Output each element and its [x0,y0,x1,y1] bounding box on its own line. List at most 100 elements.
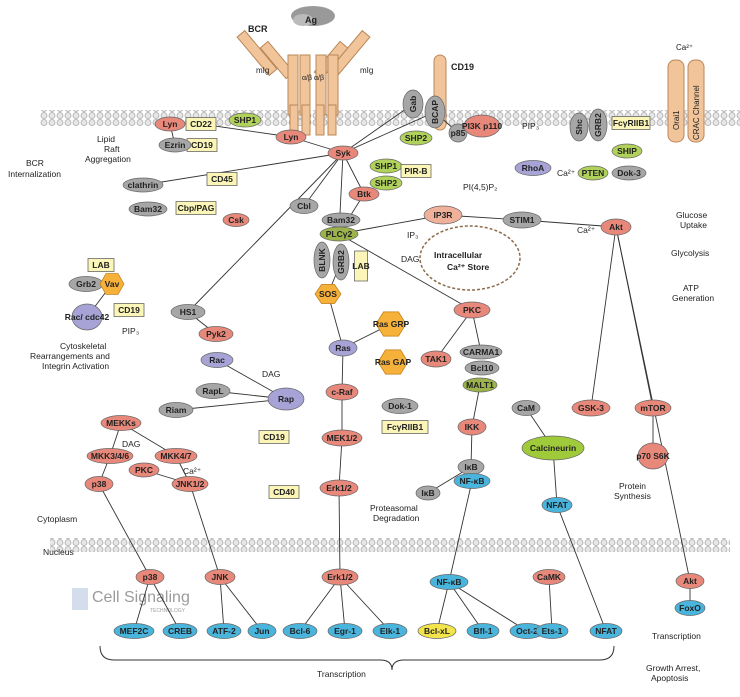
node-label-cbl: Cbl [297,201,311,211]
node-gsk3: GSK-3 [571,399,611,417]
cell-signaling-logo: Cell Signaling TECHNOLOGY [72,588,190,614]
node-ets1: Ets-1 [535,623,569,639]
node-dok3: Dok-3 [611,165,647,181]
node-p70: p70 S6K [636,442,671,470]
edge-syk-bcap [342,111,436,154]
node-label-camk: CaMK [537,572,562,582]
node-label-cd19b: CD19 [118,305,140,315]
svg-text:TECHNOLOGY: TECHNOLOGY [150,608,186,614]
node-fcr2: FcγRIIB1 [381,420,429,434]
node-label-dok1: Dok-1 [388,401,412,411]
edge-nfkb2-oct2 [448,581,528,632]
node-craf: c-Raf [325,383,359,401]
labels: LipidRaftAggregationBCRInternalizationPI… [8,121,714,683]
transcription-brace [99,645,615,671]
node-akt2: Akt [675,573,705,589]
node-label-ikb1: IκB [464,462,477,472]
node-label-mkk47: MKK4/7 [160,451,191,461]
label-bcrint1: BCR [26,158,44,168]
node-label-grb2a: GRB2 [593,113,603,137]
node-label-jun: Jun [254,626,269,636]
label-nucleus: Nucleus [43,547,74,557]
label-prot1: Proteasomal [370,503,418,513]
label-ca1: Ca²⁺ [557,168,576,178]
node-bclxl: Bcl-xL [417,623,457,639]
nuclear-membrane [50,538,730,552]
label-pip3b: PIP₃ [122,326,139,336]
node-label-p38b: p38 [143,572,158,582]
label-growth2: Apoptosis [651,673,688,683]
edge-erk12a-erk12b [336,487,344,578]
node-label-nfat1: NFAT [546,500,568,510]
node-creb: CREB [162,623,198,639]
edge-erk12b-bcl6 [299,576,341,632]
node-nfat1: NFAT [541,497,573,513]
edge-nfkb2-bclxl [435,581,450,632]
node-label-mef2c: MEF2C [120,626,149,636]
node-bam32a: Bam32 [128,201,168,217]
label-glc2: Uptake [680,220,707,230]
node-label-lab2: LAB [92,260,109,270]
edge-syk-cbl [303,152,344,207]
label-pip3a: PIP₃ [522,121,539,131]
edge-p38a-p38b [98,483,151,578]
edge-syk-hs1 [187,152,344,313]
node-sos: SOS [314,284,342,304]
node-ship: SHIP [611,143,643,159]
node-lab1: LAB [352,250,370,282]
node-hs1: HS1 [170,304,206,320]
node-label-shp2a: SHP2 [405,133,427,143]
label-prot2: Degradation [373,513,420,523]
node-label-rac: Rac [209,355,225,365]
label-ca2: Ca²⁺ [577,225,596,235]
node-label-cam1: CaM [517,403,535,413]
node-label-p38a: p38 [92,479,107,489]
node-calcineurin: Calcineurin [521,435,585,461]
node-pi3k: PI3K p110 [462,114,502,138]
label-pip2: PI(4,5)P₂ [463,182,497,192]
node-mef2c: MEF2C [113,623,155,639]
node-mkk346: MKK3/4/6 [86,448,134,464]
node-camk: CaMK [532,569,566,585]
node-label-ras: Ras [335,343,351,353]
node-label-cbp: Cbp/PAG [178,203,215,213]
node-egr1: Egr-1 [327,623,363,639]
node-erk12a: Erk1/2 [319,479,359,497]
node-label-tak1: TAK1 [425,354,447,364]
crac-label: CRAC Channel [692,85,701,140]
label-glycolysis: Glycolysis [671,248,709,258]
label-dag1: DAG [401,254,419,264]
node-cam1: CaM [511,400,541,416]
edge-p38b-creb [149,576,181,632]
node-label-mtor: mTOR [640,403,665,413]
node-label-pkc2: PKC [135,465,153,475]
node-label-rhoa: RhoA [522,163,545,173]
node-label-craf: c-Raf [331,387,352,397]
node-label-fcr1: FcγRIIB1 [613,118,650,128]
edge-p38b-mef2c [132,576,151,632]
label-bcrint2: Internalization [8,169,61,179]
node-label-blnk: BLNK [317,247,327,271]
node-label-malt1: MALT1 [466,380,494,390]
node-cd40: CD40 [268,485,300,499]
node-ip3r: IP3R [423,205,463,225]
node-label-gab: Gab [408,96,418,113]
node-shp2b: SHP2 [369,175,403,191]
node-cd22: CD22 [185,117,217,131]
node-label-syk: Syk [335,148,350,158]
node-label-nfkb2: NF-κB [436,577,461,587]
label-glc1: Glucose [676,210,707,220]
node-label-bfl1: Bfl-1 [474,626,493,636]
edge-plcg2-pkc1 [338,233,473,311]
node-label-pi3k: PI3K p110 [462,121,502,131]
edge-jnk12-jnk [189,483,222,578]
node-label-calcineurin: Calcineurin [530,443,576,453]
node-label-shp1b: SHP1 [375,161,397,171]
node-foxo: FoxO [674,600,706,616]
node-shc: Shc [569,112,589,142]
label-raft: Raft [104,144,120,154]
node-label-grb2c: Grb2 [76,279,96,289]
node-malt1: MALT1 [462,377,498,393]
node-dok1: Dok-1 [381,398,419,414]
node-label-atf2: ATF-2 [212,626,236,636]
